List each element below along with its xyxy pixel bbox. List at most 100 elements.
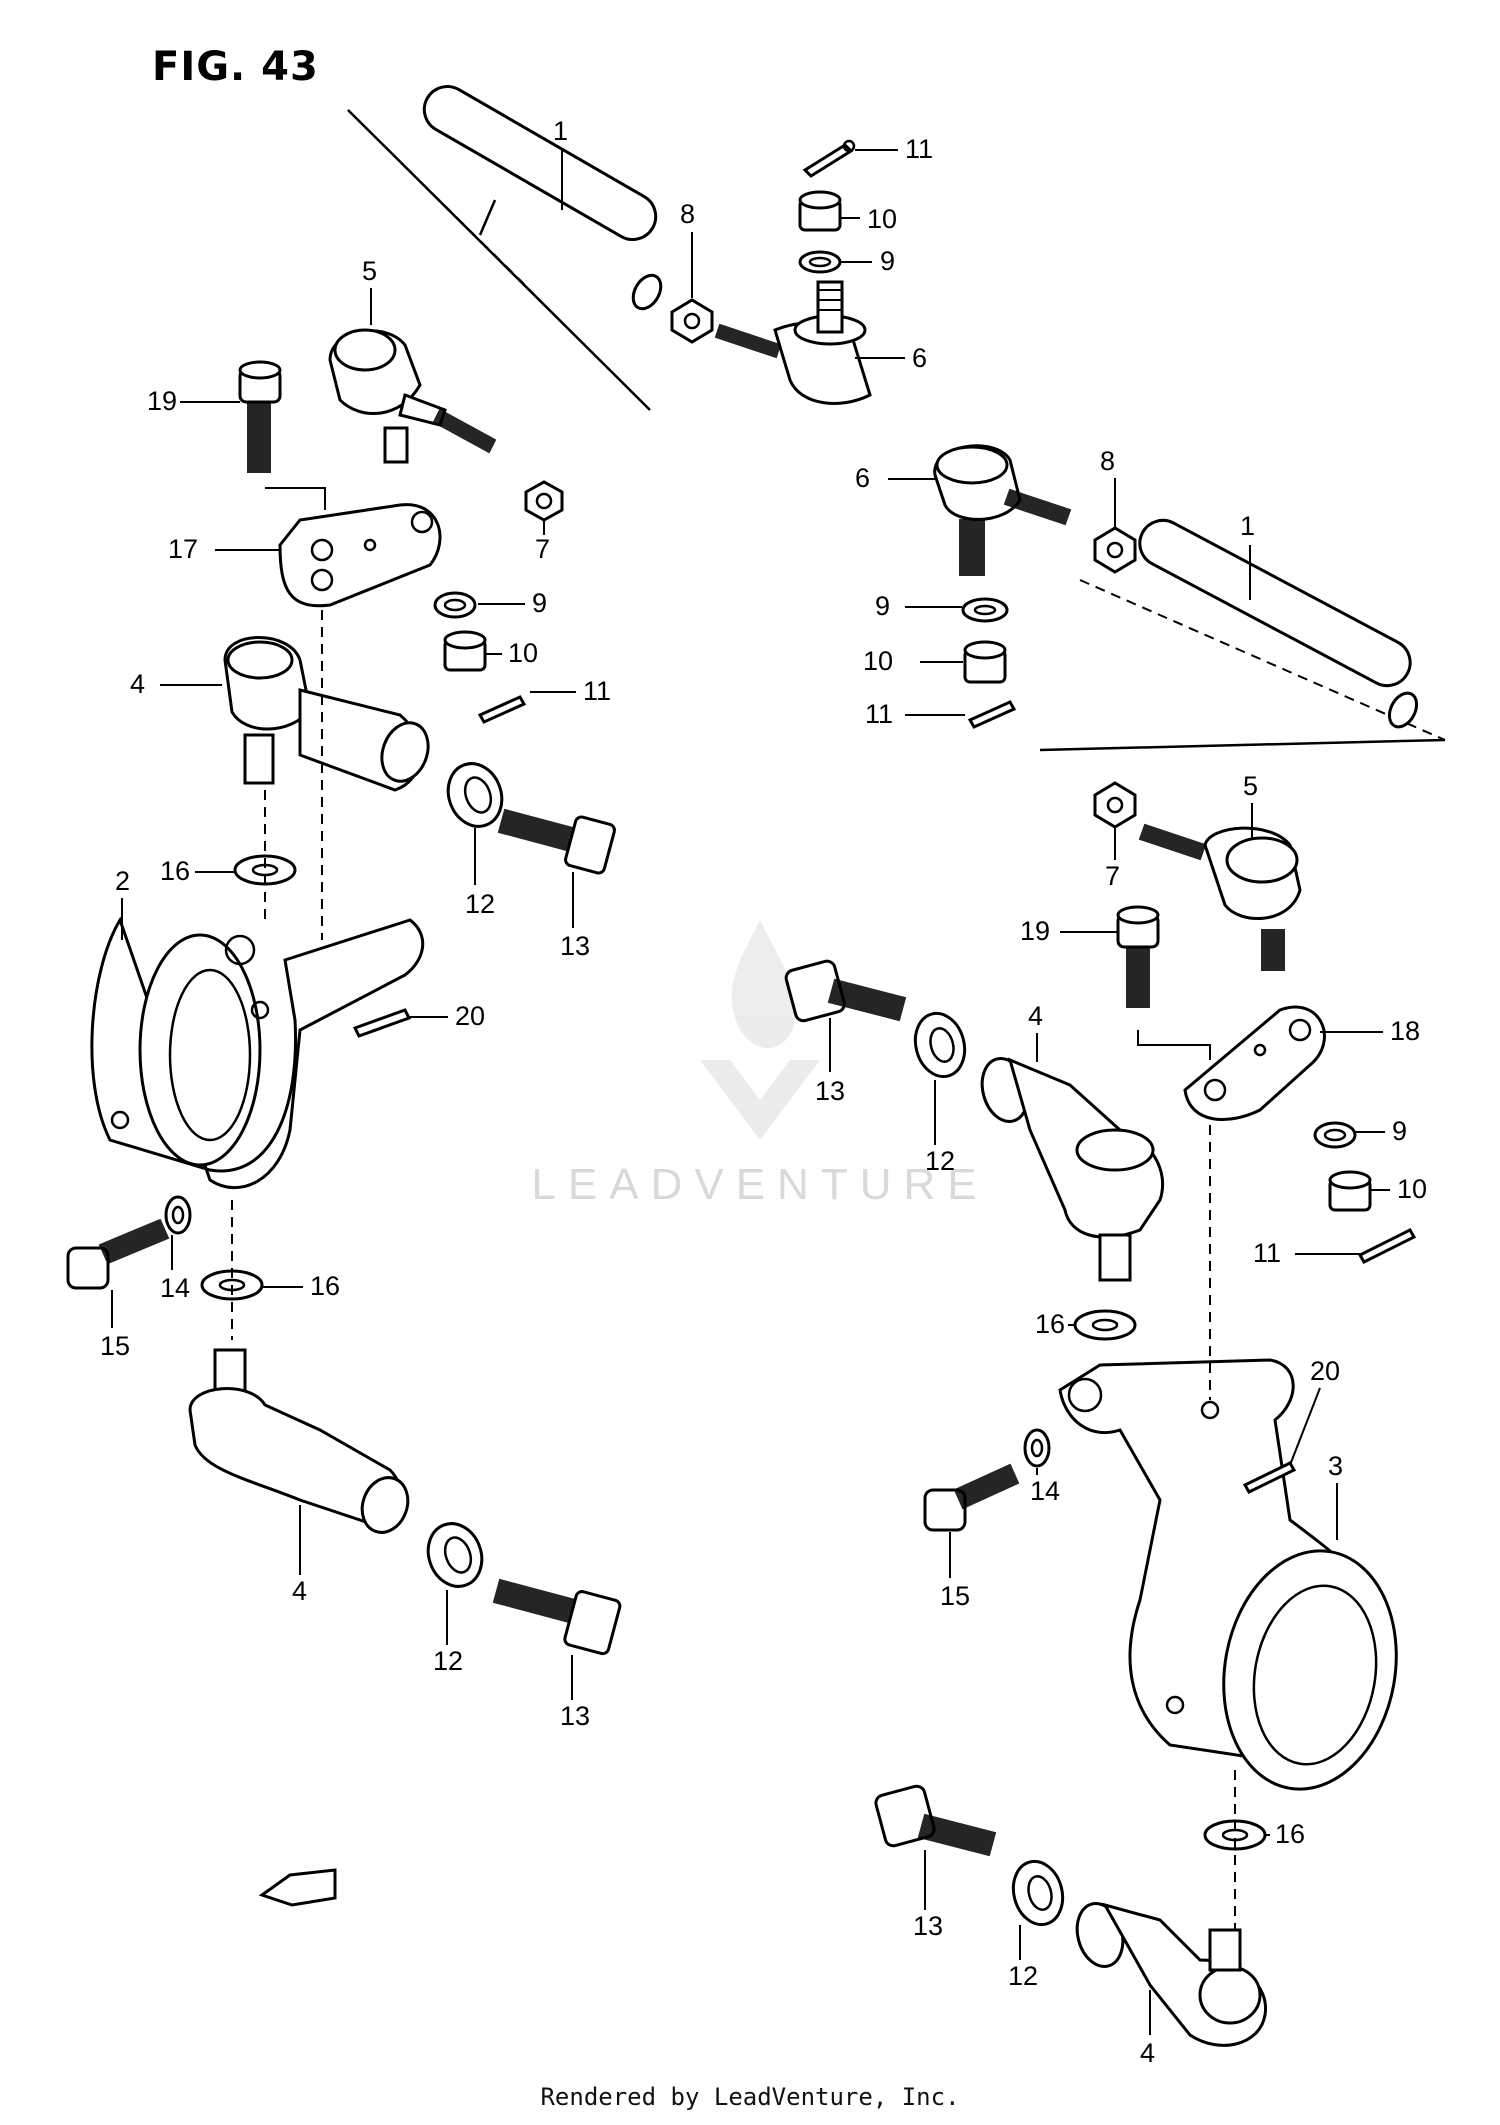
svg-text:6: 6 xyxy=(855,463,870,493)
watermark-logo xyxy=(700,920,820,1140)
callout: 2 xyxy=(115,866,130,940)
nut-7-right xyxy=(1093,781,1137,829)
spacer-12-upper-left xyxy=(446,762,504,828)
svg-text:12: 12 xyxy=(433,1646,463,1676)
callout: 11 xyxy=(865,699,965,729)
callout: 12 xyxy=(433,1590,463,1676)
tie-rod-end-4-upper-left xyxy=(223,636,430,792)
callout: 3 xyxy=(1328,1451,1343,1540)
svg-text:8: 8 xyxy=(1100,446,1115,476)
callout: 14 xyxy=(1030,1468,1060,1506)
callout: 11 xyxy=(855,134,933,164)
svg-text:15: 15 xyxy=(940,1581,970,1611)
callout: 12 xyxy=(465,828,495,919)
svg-text:2: 2 xyxy=(115,866,130,896)
washer-9-right xyxy=(961,597,1009,623)
callout: 16 xyxy=(1035,1309,1075,1339)
svg-text:13: 13 xyxy=(815,1076,845,1106)
figure-title: FIG. 43 xyxy=(152,44,319,90)
callout: 16 xyxy=(160,856,235,886)
callout: 5 xyxy=(362,256,377,325)
svg-text:13: 13 xyxy=(560,931,590,961)
callout: 1 xyxy=(553,116,568,210)
callout: 8 xyxy=(680,199,695,298)
callout: 20 xyxy=(1289,1356,1340,1466)
spacer-12-lower-left xyxy=(426,1522,484,1588)
svg-text:10: 10 xyxy=(1397,1174,1427,1204)
callout: 4 xyxy=(1140,1990,1155,2068)
nut-8-upper xyxy=(670,298,714,344)
svg-text:4: 4 xyxy=(1140,2038,1155,2068)
tie-rod-end-5-upper-left xyxy=(328,328,497,464)
callout: 4 xyxy=(130,669,222,699)
tie-rod-upper-left xyxy=(347,85,663,411)
svg-text:10: 10 xyxy=(867,204,897,234)
spacer-12-mid-right xyxy=(913,1011,967,1079)
washer-9-left xyxy=(433,591,477,619)
callout: 13 xyxy=(560,872,590,961)
callout: 10 xyxy=(840,204,897,234)
cotter-pin-11-top xyxy=(802,139,856,178)
callout: 7 xyxy=(1105,828,1120,891)
svg-text:9: 9 xyxy=(532,588,547,618)
svg-text:19: 19 xyxy=(147,386,177,416)
callout: 16 xyxy=(262,1271,340,1301)
svg-text:4: 4 xyxy=(1028,1001,1043,1031)
svg-text:12: 12 xyxy=(465,889,495,919)
callout: 9 xyxy=(840,246,895,276)
assembly-lines xyxy=(231,610,1236,1930)
callout: 12 xyxy=(1008,1925,1038,1991)
cotter-pin-20-left xyxy=(352,1008,412,1038)
bolt-13-mid-right xyxy=(784,959,907,1023)
tie-rod-end-4-lower-left xyxy=(188,1348,410,1534)
tie-rod-end-4-mid-right xyxy=(980,1057,1165,1282)
callout: 13 xyxy=(815,1018,845,1106)
callout: 17 xyxy=(168,534,280,564)
washer-9-lower-right xyxy=(1313,1121,1357,1149)
callout: 4 xyxy=(1028,1001,1043,1062)
svg-text:12: 12 xyxy=(925,1146,955,1176)
callout: 12 xyxy=(925,1080,955,1176)
callout: 9 xyxy=(875,591,962,621)
svg-text:4: 4 xyxy=(292,1576,307,1606)
svg-text:5: 5 xyxy=(362,256,377,286)
svg-text:6: 6 xyxy=(912,343,927,373)
cotter-pin-11-right xyxy=(967,700,1017,729)
svg-text:9: 9 xyxy=(875,591,890,621)
callout: 5 xyxy=(1243,771,1258,838)
bolt-15-right xyxy=(923,1463,1020,1532)
callout: 19 xyxy=(1020,916,1118,946)
callout: 7 xyxy=(535,520,550,564)
svg-text:11: 11 xyxy=(1253,1238,1281,1268)
washer-16-mid-right xyxy=(1073,1309,1137,1341)
svg-text:8: 8 xyxy=(680,199,695,229)
svg-text:10: 10 xyxy=(863,646,893,676)
cotter-pin-11-lower-right xyxy=(1357,1228,1417,1264)
svg-text:16: 16 xyxy=(1035,1309,1065,1339)
tie-rod-end-6-right xyxy=(933,444,1072,576)
callout: 16 xyxy=(1265,1819,1305,1849)
svg-text:20: 20 xyxy=(1310,1356,1340,1386)
svg-text:14: 14 xyxy=(160,1273,190,1303)
svg-text:11: 11 xyxy=(905,134,933,164)
svg-text:13: 13 xyxy=(913,1911,943,1941)
tie-rod-end-4-lower-right xyxy=(1075,1902,1268,2047)
callout: 11 xyxy=(1253,1238,1360,1268)
bolt-13-upper-left xyxy=(497,808,616,875)
washer-9-top xyxy=(798,250,842,274)
svg-text:13: 13 xyxy=(560,1701,590,1731)
svg-text:16: 16 xyxy=(310,1271,340,1301)
cotter-pin-11-left xyxy=(477,695,527,724)
steering-knuckle-2-left xyxy=(90,916,425,1190)
washer-14-left xyxy=(164,1195,192,1235)
svg-text:12: 12 xyxy=(1008,1961,1038,1991)
svg-text:9: 9 xyxy=(1392,1116,1407,1146)
callout-labels: 1 11 8 10 9 5 6 19 7 6 8 1 17 9 9 10 10 … xyxy=(100,116,1427,2068)
svg-text:1: 1 xyxy=(1240,511,1255,541)
bracket-18 xyxy=(1183,1005,1326,1121)
castle-nut-10-right xyxy=(963,640,1007,684)
svg-text:16: 16 xyxy=(160,856,190,886)
nut-8-right xyxy=(1093,526,1137,574)
callout: 4 xyxy=(292,1505,307,1606)
callout: 18 xyxy=(1320,1016,1420,1046)
